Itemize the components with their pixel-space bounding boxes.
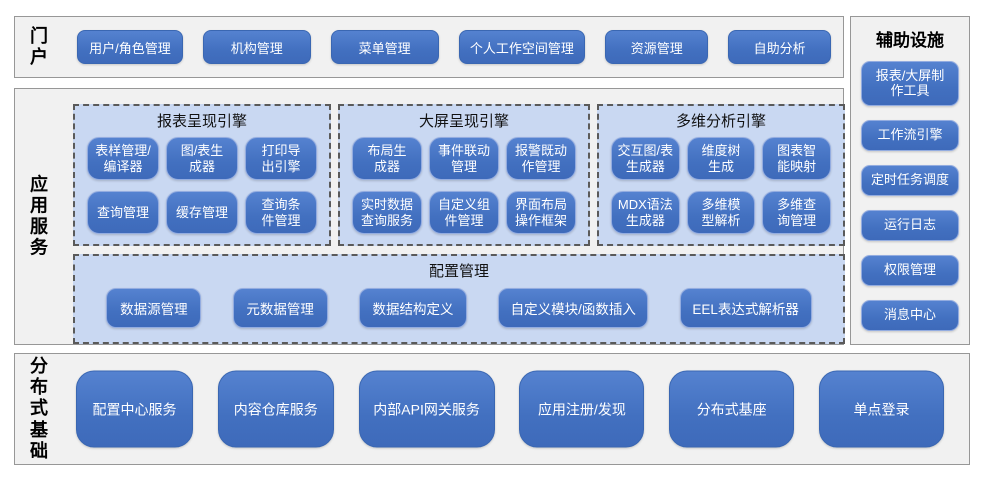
engine-button[interactable]: 报警既动 作管理 <box>506 137 576 180</box>
dist-button-app-registry[interactable]: 应用注册/发现 <box>519 370 645 448</box>
config-button-metadata[interactable]: 元数据管理 <box>232 288 328 328</box>
config-button-row: 数据源管理 元数据管理 数据结构定义 自定义模块/函数插入 EEL表达式解析器 <box>75 281 843 328</box>
portal-button-org[interactable]: 机构管理 <box>202 30 311 64</box>
auxiliary-button-column: 报表/大屏制 作工具 工作流引擎 定时任务调度 运行日志 权限管理 消息中心 <box>861 61 959 331</box>
engine-button[interactable]: 打印导 出引擎 <box>245 137 317 180</box>
distributed-button-row: 配置中心服务 内容仓库服务 内部API网关服务 应用注册/发现 分布式基座 单点… <box>76 370 944 448</box>
portal-button-workspace[interactable]: 个人工作空间管理 <box>458 30 586 64</box>
engine-button[interactable]: 界面布局 操作框架 <box>506 191 576 234</box>
portal-button-row: 用户/角色管理 机构管理 菜单管理 个人工作空间管理 资源管理 自助分析 <box>77 30 831 64</box>
portal-section: 门户 用户/角色管理 机构管理 菜单管理 个人工作空间管理 资源管理 自助分析 <box>14 16 844 78</box>
distributed-section: 分布式基础 配置中心服务 内容仓库服务 内部API网关服务 应用注册/发现 分布… <box>14 353 970 465</box>
bigscreen-engine-panel: 大屏呈现引擎 布局生 成器 事件联动 管理 报警既动 作管理 实时数据 查询服务… <box>338 104 590 246</box>
aux-button-workflow[interactable]: 工作流引擎 <box>861 120 959 151</box>
engine-button[interactable]: 自定义组 件管理 <box>429 191 499 234</box>
config-management-panel: 配置管理 数据源管理 元数据管理 数据结构定义 自定义模块/函数插入 EEL表达… <box>73 254 845 344</box>
engine-button[interactable]: 缓存管理 <box>166 191 238 234</box>
panel-title: 配置管理 <box>428 263 489 280</box>
app-services-section: 应用服务 报表呈现引擎 表样管理/ 编译器 图/表生 成器 打印导 出引擎 查询… <box>14 88 845 345</box>
engine-button[interactable]: 交互图/表 生成器 <box>611 137 680 180</box>
dist-button-config-center[interactable]: 配置中心服务 <box>76 370 193 448</box>
portal-button-user-role[interactable]: 用户/角色管理 <box>77 30 183 64</box>
app-services-label: 应用服务 <box>30 174 48 258</box>
engine-button[interactable]: 查询条 件管理 <box>245 191 317 234</box>
portal-button-menu[interactable]: 菜单管理 <box>330 30 439 64</box>
olap-engine-panel: 多维分析引擎 交互图/表 生成器 维度树 生成 图表智 能映射 MDX语法 生成… <box>597 104 845 246</box>
config-button-structure[interactable]: 数据结构定义 <box>358 288 467 328</box>
olap-engine-grid: 交互图/表 生成器 维度树 生成 图表智 能映射 MDX语法 生成器 多维模 型… <box>599 131 843 242</box>
config-button-datasource[interactable]: 数据源管理 <box>106 288 202 328</box>
engine-button[interactable]: 事件联动 管理 <box>429 137 499 180</box>
report-engine-panel: 报表呈现引擎 表样管理/ 编译器 图/表生 成器 打印导 出引擎 查询管理 缓存… <box>73 104 331 246</box>
portal-button-selfservice[interactable]: 自助分析 <box>728 30 831 64</box>
config-button-eel-parser[interactable]: EEL表达式解析器 <box>679 288 812 328</box>
panel-title: 多维分析引擎 <box>675 113 766 130</box>
aux-button-message-center[interactable]: 消息中心 <box>861 300 959 331</box>
aux-button-permission[interactable]: 权限管理 <box>861 255 959 286</box>
engine-button[interactable]: 多维模 型解析 <box>686 191 756 234</box>
portal-label: 门户 <box>30 25 48 67</box>
dist-button-api-gateway[interactable]: 内部API网关服务 <box>358 370 495 448</box>
aux-button-runlog[interactable]: 运行日志 <box>861 210 959 241</box>
engine-button[interactable]: 维度树 生成 <box>686 137 756 180</box>
engine-button[interactable]: 实时数据 查询服务 <box>352 191 422 234</box>
auxiliary-title: 辅助设施 <box>876 31 944 50</box>
engine-button[interactable]: 多维查 询管理 <box>762 191 831 234</box>
aux-button-scheduler[interactable]: 定时任务调度 <box>861 165 959 196</box>
report-engine-grid: 表样管理/ 编译器 图/表生 成器 打印导 出引擎 查询管理 缓存管理 查询条 … <box>75 131 329 242</box>
dist-button-sso[interactable]: 单点登录 <box>818 370 944 448</box>
aux-button-maker-tool[interactable]: 报表/大屏制 作工具 <box>861 61 959 106</box>
panel-title: 大屏呈现引擎 <box>418 113 509 130</box>
distributed-label: 分布式基础 <box>30 355 48 461</box>
auxiliary-section: 辅助设施 报表/大屏制 作工具 工作流引擎 定时任务调度 运行日志 权限管理 消… <box>850 16 970 345</box>
portal-button-resource[interactable]: 资源管理 <box>605 30 709 64</box>
engine-button[interactable]: 图/表生 成器 <box>166 137 238 180</box>
dist-button-distributed-base[interactable]: 分布式基座 <box>669 370 795 448</box>
engine-button[interactable]: 布局生 成器 <box>352 137 422 180</box>
engine-button[interactable]: MDX语法 生成器 <box>611 191 680 234</box>
dist-button-content-repo[interactable]: 内容仓库服务 <box>217 370 334 448</box>
engine-button[interactable]: 表样管理/ 编译器 <box>87 137 159 180</box>
config-button-custom-module[interactable]: 自定义模块/函数插入 <box>498 288 649 328</box>
engine-button[interactable]: 图表智 能映射 <box>762 137 831 180</box>
bigscreen-engine-grid: 布局生 成器 事件联动 管理 报警既动 作管理 实时数据 查询服务 自定义组 件… <box>340 131 588 242</box>
engine-button[interactable]: 查询管理 <box>87 191 159 234</box>
panel-title: 报表呈现引擎 <box>156 113 247 130</box>
